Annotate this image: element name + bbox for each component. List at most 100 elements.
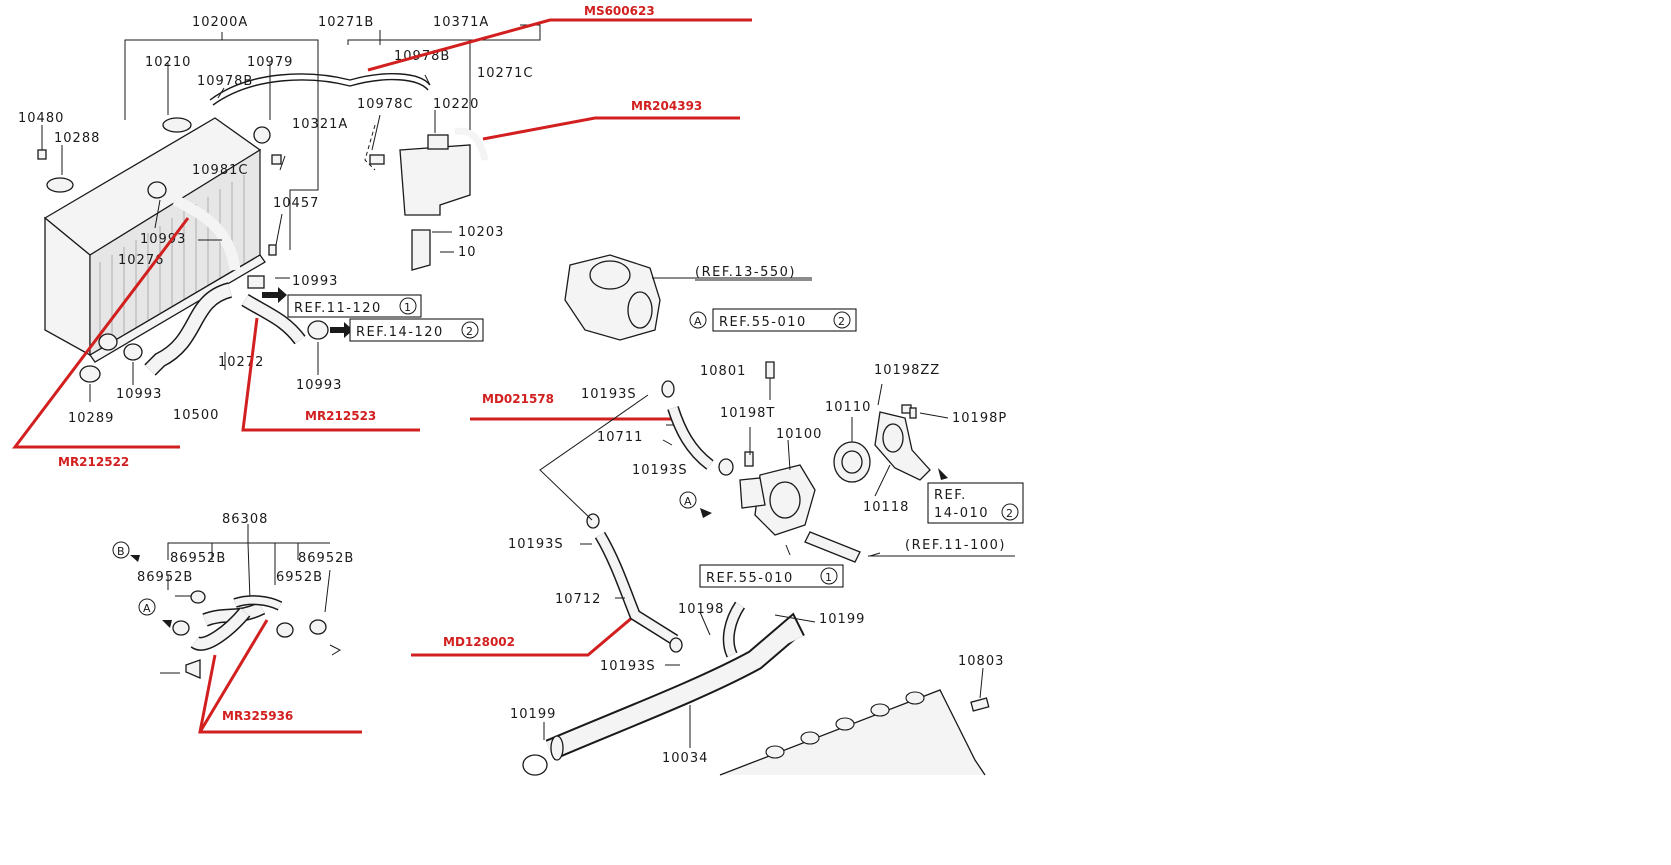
label-10198: 10198 [678,602,724,617]
svg-text:REF.55-010: REF.55-010 [706,571,794,586]
label-10210: 10210 [145,55,191,70]
ref-box-11-120: REF.11-120 1 [262,287,422,318]
label-10371A: 10371A [433,15,489,30]
callout-MD128002: MD128002 [443,635,515,649]
upper-radiator-hose [172,195,241,271]
svg-text:A: A [143,602,152,615]
reserve-tank-bracket [411,229,431,271]
label-10200A: 10200A [192,15,248,30]
label-10220: 10220 [433,97,479,112]
reserve-tank [364,124,489,271]
label-10193S-d: 10193S [600,659,656,674]
label-10193S-b: 10193S [632,463,688,478]
svg-text:1: 1 [404,301,412,314]
marker-A-heater [138,598,156,616]
svg-text:2: 2 [838,315,846,328]
label-10712: 10712 [555,592,601,607]
svg-text:A: A [694,315,703,328]
hose-10711 [668,406,713,469]
label-10457: 10457 [273,196,319,211]
lower-radiator-hose [145,283,232,375]
label-10993-lower-left: 10993 [116,387,162,402]
radiator-bottom-rail [89,254,266,363]
callout-MD021578: MD021578 [482,392,554,406]
label-10271B: 10271B [318,15,374,30]
water-outlet-group: 10198ZZ 10801 10193S 10198T 10110 10198P… [508,254,1024,776]
callout-MR325936: MR325936 [222,709,293,723]
svg-text:B: B [117,545,126,558]
label-10193S-a: 10193S [581,387,637,402]
label-10993-lower-right: 10993 [296,378,342,393]
label-10480: 10480 [18,111,64,126]
label-10118: 10118 [863,500,909,515]
label-10993-mid: 10993 [292,274,338,289]
engine-block [719,689,986,776]
radiator-cap [162,117,192,133]
ref-box-55-010-1: REF.55-010 1 [699,564,844,588]
label-10981C: 10981C [192,163,248,178]
label-10198ZZ: 10198ZZ [874,363,940,378]
label-10289: 10289 [68,411,114,426]
svg-text:A: A [684,495,693,508]
label-86952B-d: 6952B [276,570,323,585]
label-10110: 10110 [825,400,871,415]
label-10978B: 10978B [197,74,253,89]
marker-B [112,541,130,559]
callout-MS600623: MS600623 [584,4,655,18]
callout-MR212522: MR212522 [58,455,129,469]
ref-11-100: (REF.11-100) [905,538,1006,553]
mount-insulator [79,365,101,383]
svg-text:14-010: 14-010 [934,506,989,521]
label-10193S-c: 10193S [508,537,564,552]
svg-text:1: 1 [825,571,833,584]
label-86952B-c: 86952B [137,570,193,585]
svg-text:REF.11-120: REF.11-120 [294,301,382,316]
hose-10712 [596,532,678,644]
heater-hose-group: 86308 86952B 86952B 86952B 6952B B A [112,512,354,679]
sensor-10803 [970,697,990,712]
label-10978C: 10978C [357,97,413,112]
label-10199-lower: 10199 [510,707,556,722]
label-10711: 10711 [597,430,643,445]
water-outlet-10118 [874,411,931,481]
label-10801: 10801 [700,364,746,379]
label-10198T: 10198T [720,406,775,421]
label-10500: 10500 [173,408,219,423]
marker-A-thermostat: A [679,491,712,518]
label-10272: 10272 [218,355,264,370]
radiator-part-labels: 10200A 10271B 10371A 10210 10979 10978B … [18,15,533,426]
label-10803: 10803 [958,654,1004,669]
svg-text:REF.55-010: REF.55-010 [719,315,807,330]
drain-plug [46,177,74,193]
callout-MR212523: MR212523 [305,409,376,423]
ref-13-550: (REF.13-550) [695,265,796,280]
label-10034: 10034 [662,751,708,766]
ref-box-14-010: REF. 14-010 2 [927,468,1024,524]
svg-text:2: 2 [1006,507,1014,520]
label-86952B-a: 86952B [170,551,226,566]
red-callouts: MS600623 MR204393 MD021578 MR212523 MR21… [11,4,752,734]
radiator-assembly [37,72,431,383]
label-10-truncated: 10 [458,245,477,260]
ref-box-14-120: REF.14-120 2 [330,318,484,342]
label-10198P: 10198P [952,411,1007,426]
reserve-tank-cap [427,134,449,150]
sensor-10801 [765,361,775,379]
label-10979: 10979 [247,55,293,70]
svg-text:REF.14-120: REF.14-120 [356,325,444,340]
label-86952B-b: 86952B [298,551,354,566]
radiator-fins [99,175,245,349]
svg-text:2: 2 [466,325,474,338]
label-10321A: 10321A [292,117,348,132]
callout-MR204393: MR204393 [631,99,702,113]
label-10993-upper: 10993 [140,232,186,247]
label-10271C: 10271C [477,66,533,81]
label-10100: 10100 [776,427,822,442]
svg-text:REF.: REF. [934,488,967,503]
label-10199-upper: 10199 [819,612,865,627]
ref-box-55-010-2: A REF.55-010 2 [689,308,857,332]
label-10203: 10203 [458,225,504,240]
label-10288: 10288 [54,131,100,146]
hose-clamp [147,181,167,199]
